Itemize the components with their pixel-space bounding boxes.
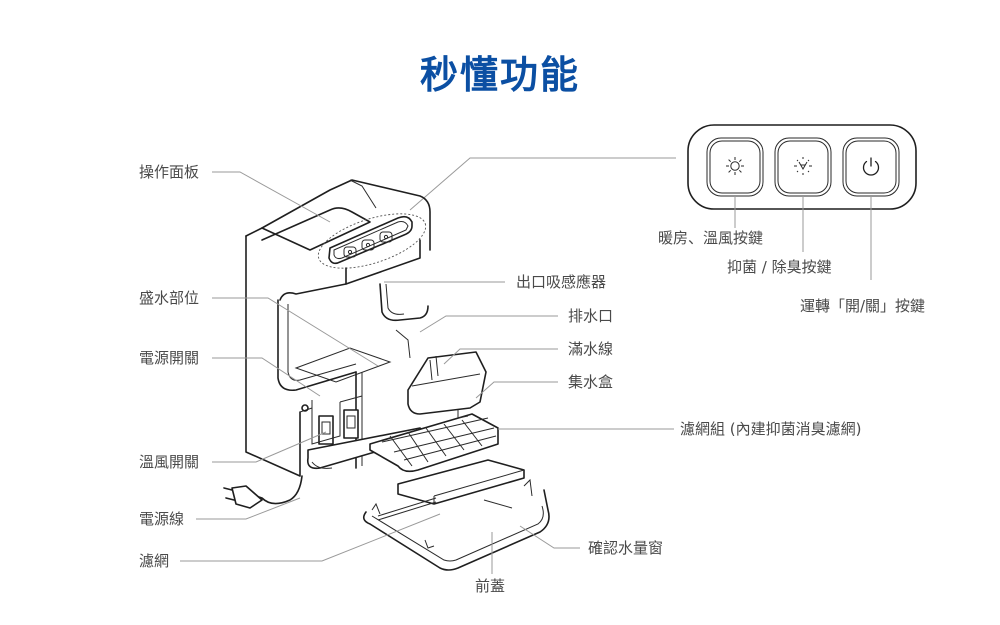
control-panel-enlarged — [687, 124, 917, 210]
label-front-cover: 前蓋 — [475, 577, 506, 595]
label-drain-outlet: 排水口 — [568, 307, 614, 325]
label-filter-set: 濾網組 (內建抑菌消臭濾網) — [680, 420, 862, 438]
sparkle-icon — [794, 157, 812, 175]
label-power-switch: 電源開關 — [139, 349, 200, 367]
label-control-panel: 操作面板 — [139, 163, 200, 181]
power-button[interactable] — [842, 137, 900, 197]
label-outlet-sensor: 出口吸感應器 — [516, 273, 607, 291]
label-sterilize-button: 抑菌 / 除臭按鍵 — [727, 258, 832, 276]
label-warm-button: 暖房、溫風按鍵 — [658, 229, 764, 247]
sun-icon — [726, 157, 744, 175]
page-title: 秒懂功能 — [419, 53, 580, 97]
label-water-tray-area: 盛水部位 — [139, 289, 200, 307]
label-power-cord: 電源線 — [139, 510, 185, 528]
label-full-water-line: 滿水線 — [568, 340, 614, 358]
label-water-tank: 集水盒 — [568, 373, 614, 391]
power-icon — [862, 157, 880, 176]
label-filter: 濾網 — [139, 552, 170, 570]
label-power-button: 運轉「開/關」按鍵 — [800, 297, 926, 315]
dehumidifier-unit — [223, 179, 550, 571]
label-warm-air-switch: 溫風開關 — [139, 453, 200, 471]
label-water-level-window: 確認水量窗 — [588, 539, 664, 557]
warm-mode-button[interactable] — [706, 137, 764, 197]
sterilize-deodorize-button[interactable] — [774, 137, 832, 197]
